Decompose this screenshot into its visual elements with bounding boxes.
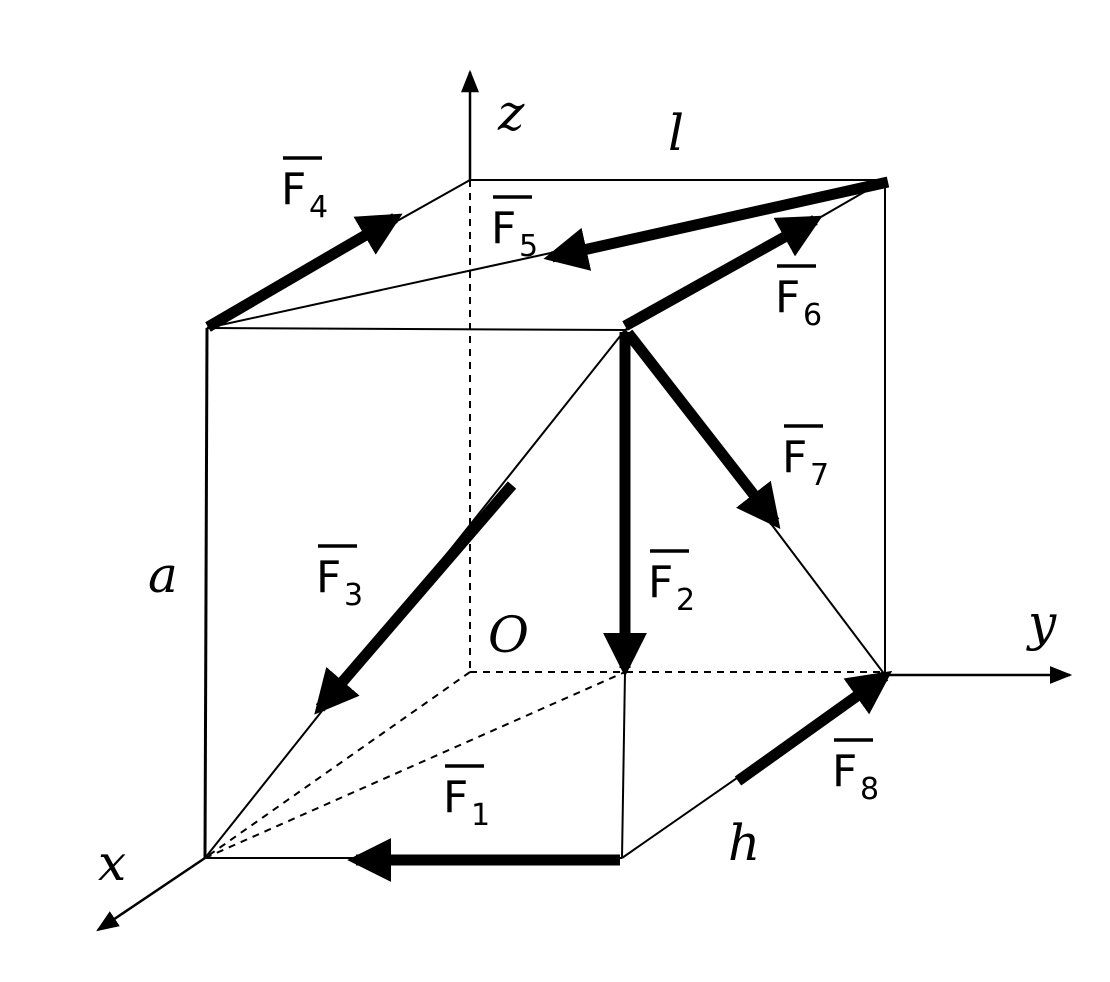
x-axis: [96, 856, 206, 932]
dimension-a-label: a: [148, 546, 178, 604]
edge-left-vertical: [203, 327, 209, 859]
force-f6-arrow: [622, 215, 823, 331]
svg-text:8: 8: [860, 772, 879, 807]
force-f5-label: F 5: [491, 195, 538, 264]
y-axis-label: y: [1026, 594, 1057, 652]
force-f8-label: F 8: [832, 738, 879, 807]
force-f5-arrow: [543, 176, 890, 271]
force-f4-arrow: [205, 213, 403, 332]
force-f2-label: F 2: [648, 549, 695, 618]
svg-text:F: F: [316, 552, 341, 603]
svg-text:F: F: [281, 164, 306, 215]
edge-front-right: [621, 671, 626, 859]
svg-text:F: F: [491, 203, 516, 254]
svg-text:F: F: [648, 557, 673, 608]
svg-text:2: 2: [676, 583, 695, 618]
dimension-h-label: h: [728, 814, 760, 872]
svg-text:3: 3: [344, 578, 363, 613]
force-f7-arrow: [623, 329, 781, 529]
svg-text:F: F: [782, 432, 807, 483]
edge-front-top: [206, 327, 626, 331]
svg-text:7: 7: [810, 458, 829, 493]
dimension-l-label: l: [668, 104, 684, 162]
svg-text:F: F: [775, 272, 800, 323]
origin-label: O: [488, 606, 529, 664]
force-f3-arrow: [314, 481, 517, 715]
hidden-edge-x: [204, 671, 471, 859]
force-f6-label: F 6: [775, 264, 822, 333]
force-f8-arrow: [734, 670, 893, 786]
x-axis-label: x: [98, 834, 126, 892]
svg-text:4: 4: [309, 190, 328, 225]
svg-text:1: 1: [471, 798, 490, 833]
force-f4-label: F 4: [281, 156, 328, 225]
svg-text:F: F: [443, 772, 468, 823]
force-f1-label: F 1: [443, 764, 490, 833]
svg-text:F: F: [832, 746, 857, 797]
svg-text:6: 6: [803, 298, 822, 333]
hidden-bottom-diagonal: [204, 671, 626, 859]
z-axis-label: z: [497, 84, 525, 142]
svg-text:5: 5: [519, 229, 538, 264]
force-f3-label: F 3: [316, 544, 363, 613]
force-f7-label: F 7: [782, 424, 829, 493]
